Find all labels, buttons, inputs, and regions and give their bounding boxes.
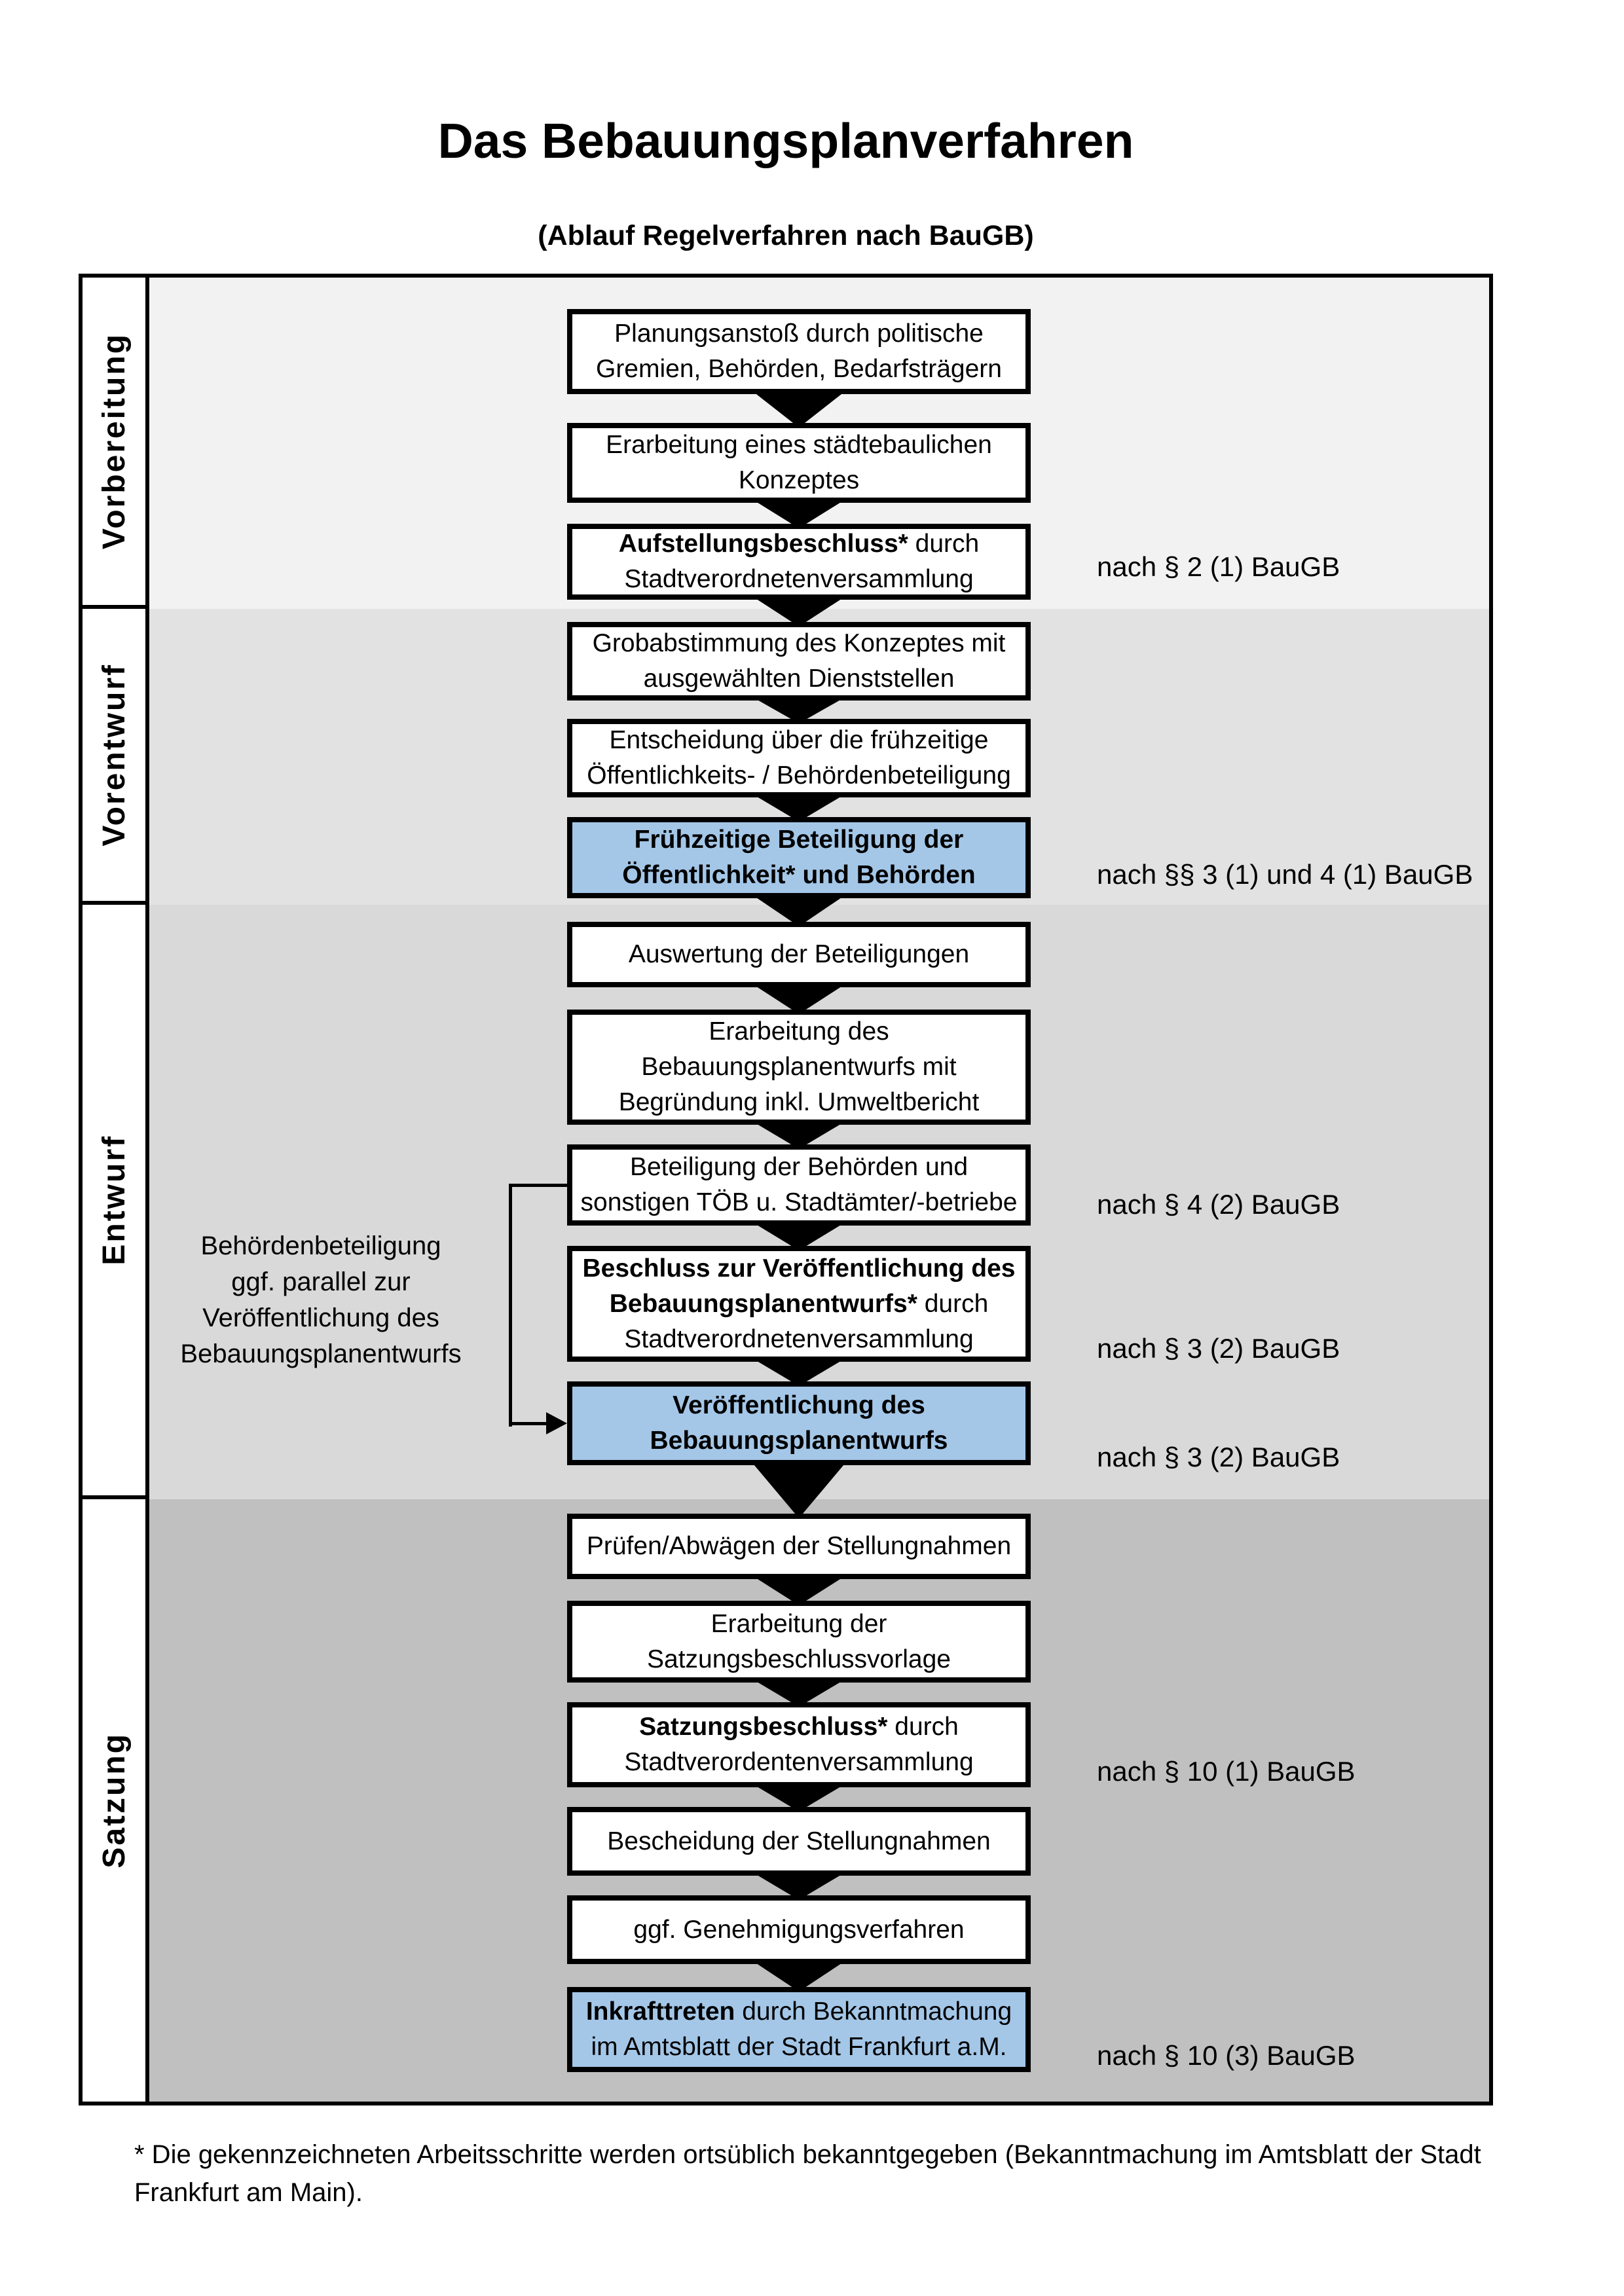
bracket-line-top <box>509 1184 567 1187</box>
footnote-line-2: Frankfurt am Main). <box>134 2178 363 2207</box>
phase-cell-vorbereitung: Vorbereitung <box>83 278 149 609</box>
flow-step-line: Bebauungsplanentwurfs* durch <box>609 1289 989 1318</box>
phase-cell-satzung: Satzung <box>83 1499 149 2102</box>
page-subtitle: (Ablauf Regelverfahren nach BauGB) <box>538 220 1034 251</box>
phase-cell-vorentwurf: Vorentwurf <box>83 609 149 905</box>
flow-step-line: Planungsanstoß durch politische <box>614 319 984 348</box>
down-arrow-icon <box>750 793 847 822</box>
flow-step-line: Öffentlichkeits- / Behördenbeteiligung <box>587 761 1011 790</box>
flow-step: Bescheidung der Stellungnahmen <box>567 1807 1031 1876</box>
legal-reference: nach § 10 (3) BauGB <box>1097 2040 1356 2071</box>
phase-label-satzung: Satzung <box>96 1732 132 1868</box>
down-arrow-icon <box>750 696 847 723</box>
flow-step-line: Satzungsbeschlussvorlage <box>647 1645 951 1673</box>
flow-step-line: Bescheidung der Stellungnahmen <box>607 1827 991 1855</box>
down-arrow-icon <box>750 1357 847 1386</box>
flow-step-line: Prüfen/Abwägen der Stellungnahmen <box>586 1532 1012 1560</box>
down-arrow-icon <box>750 595 847 627</box>
flow-step-line: Stadtverordnetenversammlung <box>624 565 974 593</box>
flow-step-line: Erarbeitung der <box>710 1609 887 1638</box>
down-arrow-icon <box>750 1959 847 1992</box>
legal-reference: nach § 3 (2) BauGB <box>1097 1442 1340 1472</box>
down-arrow-icon <box>750 1575 847 1605</box>
flow-step-line: Erarbeitung eines städtebaulichen <box>606 431 992 459</box>
flow-step: Prüfen/Abwägen der Stellungnahmen <box>567 1514 1031 1579</box>
legal-reference: nach § 3 (2) BauGB <box>1097 1333 1340 1364</box>
legal-reference: nach § 2 (1) BauGB <box>1097 551 1340 582</box>
page-title: Das Bebauungsplanverfahren <box>437 113 1134 168</box>
flow-step-line: Öffentlichkeit* und Behörden <box>622 861 976 889</box>
down-arrow-icon <box>750 1120 847 1149</box>
footnote-line-1: * Die gekennzeichneten Arbeitsschritte w… <box>134 2140 1481 2169</box>
flow-step-line: im Amtsblatt der Stadt Frankfurt a.M. <box>591 2033 1007 2061</box>
legal-reference: nach § 10 (1) BauGB <box>1097 1756 1356 1787</box>
flow-step: Beteiligung der Behörden und sonstigen TÖ… <box>567 1144 1031 1226</box>
down-arrow-icon <box>750 1221 847 1250</box>
flow-step-line: Aufstellungsbeschluss* durch <box>618 530 980 558</box>
flow-step-line: ausgewählten Dienststellen <box>643 665 955 693</box>
side-annotation-line: Veröffentlichung des <box>202 1303 439 1332</box>
flow-step-line: Bebauungsplanentwurfs mit <box>641 1053 957 1081</box>
flow-step-line: Erarbeitung des <box>709 1017 889 1046</box>
phase-label-vorentwurf: Vorentwurf <box>96 663 132 847</box>
down-arrow-icon <box>750 1783 847 1812</box>
down-arrow-icon <box>750 983 847 1014</box>
footnote: * Die gekennzeichneten Arbeitsschritte w… <box>134 2136 1549 2212</box>
down-arrow-icon <box>750 1678 847 1707</box>
bracket-arrow-icon <box>546 1412 567 1434</box>
flow-step: ggf. Genehmigungsverfahren <box>567 1895 1031 1964</box>
flow-step-line: Veröffentlichung des <box>673 1391 925 1419</box>
flow-step-line: Entscheidung über die frühzeitige <box>609 726 989 754</box>
side-annotation-line: Behördenbeteiligung <box>200 1231 441 1260</box>
flow-step-line: Begründung inkl. Umweltbericht <box>618 1088 980 1116</box>
down-arrow-icon <box>750 894 847 926</box>
flow-step-line: Konzeptes <box>738 466 860 494</box>
bracket-line-vertical <box>509 1184 512 1427</box>
flow-step-line: Auswertung der Beteiligungen <box>628 940 970 968</box>
flow-step-line: Stadtverordnetenversammlung <box>624 1324 974 1353</box>
flow-step-line: sonstigen TÖB u. Stadtämter/-betriebe <box>580 1188 1018 1216</box>
phase-cell-entwurf: Entwurf <box>83 905 149 1499</box>
flow-step-line: Grobabstimmung des Konzeptes mit <box>592 629 1006 657</box>
side-annotation-line: Bebauungsplanentwurfs <box>180 1339 462 1368</box>
down-arrow-icon <box>750 390 847 428</box>
flow-step-line: Satzungsbeschluss* durch <box>639 1713 959 1741</box>
phase-label-entwurf: Entwurf <box>96 1135 132 1266</box>
flow-step: Grobabstimmung des Konzeptes mit ausgewäh… <box>567 622 1031 701</box>
flow-step-line: Bebauungsplanentwurfs <box>650 1427 948 1455</box>
flow-step-line: Beteiligung der Behörden und <box>629 1153 969 1181</box>
legal-reference: nach § 4 (2) BauGB <box>1097 1189 1340 1220</box>
phase-label-vorbereitung: Vorbereitung <box>96 333 132 550</box>
down-arrow-icon <box>750 498 847 528</box>
flow-step-line: Gremien, Behörden, Bedarfsträgern <box>595 355 1002 383</box>
down-arrow-icon <box>750 1461 847 1518</box>
bracket-line-bottom <box>509 1422 548 1425</box>
down-arrow-icon <box>750 1871 847 1900</box>
flow-step: Auswertung der Beteiligungen <box>567 922 1031 987</box>
flow-step-line: Stadtverordentenversammlung <box>624 1748 974 1776</box>
flow-step-line: Beschluss zur Veröffentlichung des <box>582 1254 1016 1283</box>
flow-step-line: ggf. Genehmigungsverfahren <box>633 1915 965 1944</box>
side-annotation-line: ggf. parallel zur <box>231 1267 411 1296</box>
flow-step-line: Inkrafttreten durch Bekanntmachung <box>585 1997 1012 2026</box>
flow-step-line: Frühzeitige Beteiligung der <box>634 826 964 854</box>
legal-reference: nach §§ 3 (1) und 4 (1) BauGB <box>1097 859 1473 890</box>
flow-step-highlighted: Inkrafttreten durch Bekanntmachung im Amt… <box>567 1987 1031 2072</box>
